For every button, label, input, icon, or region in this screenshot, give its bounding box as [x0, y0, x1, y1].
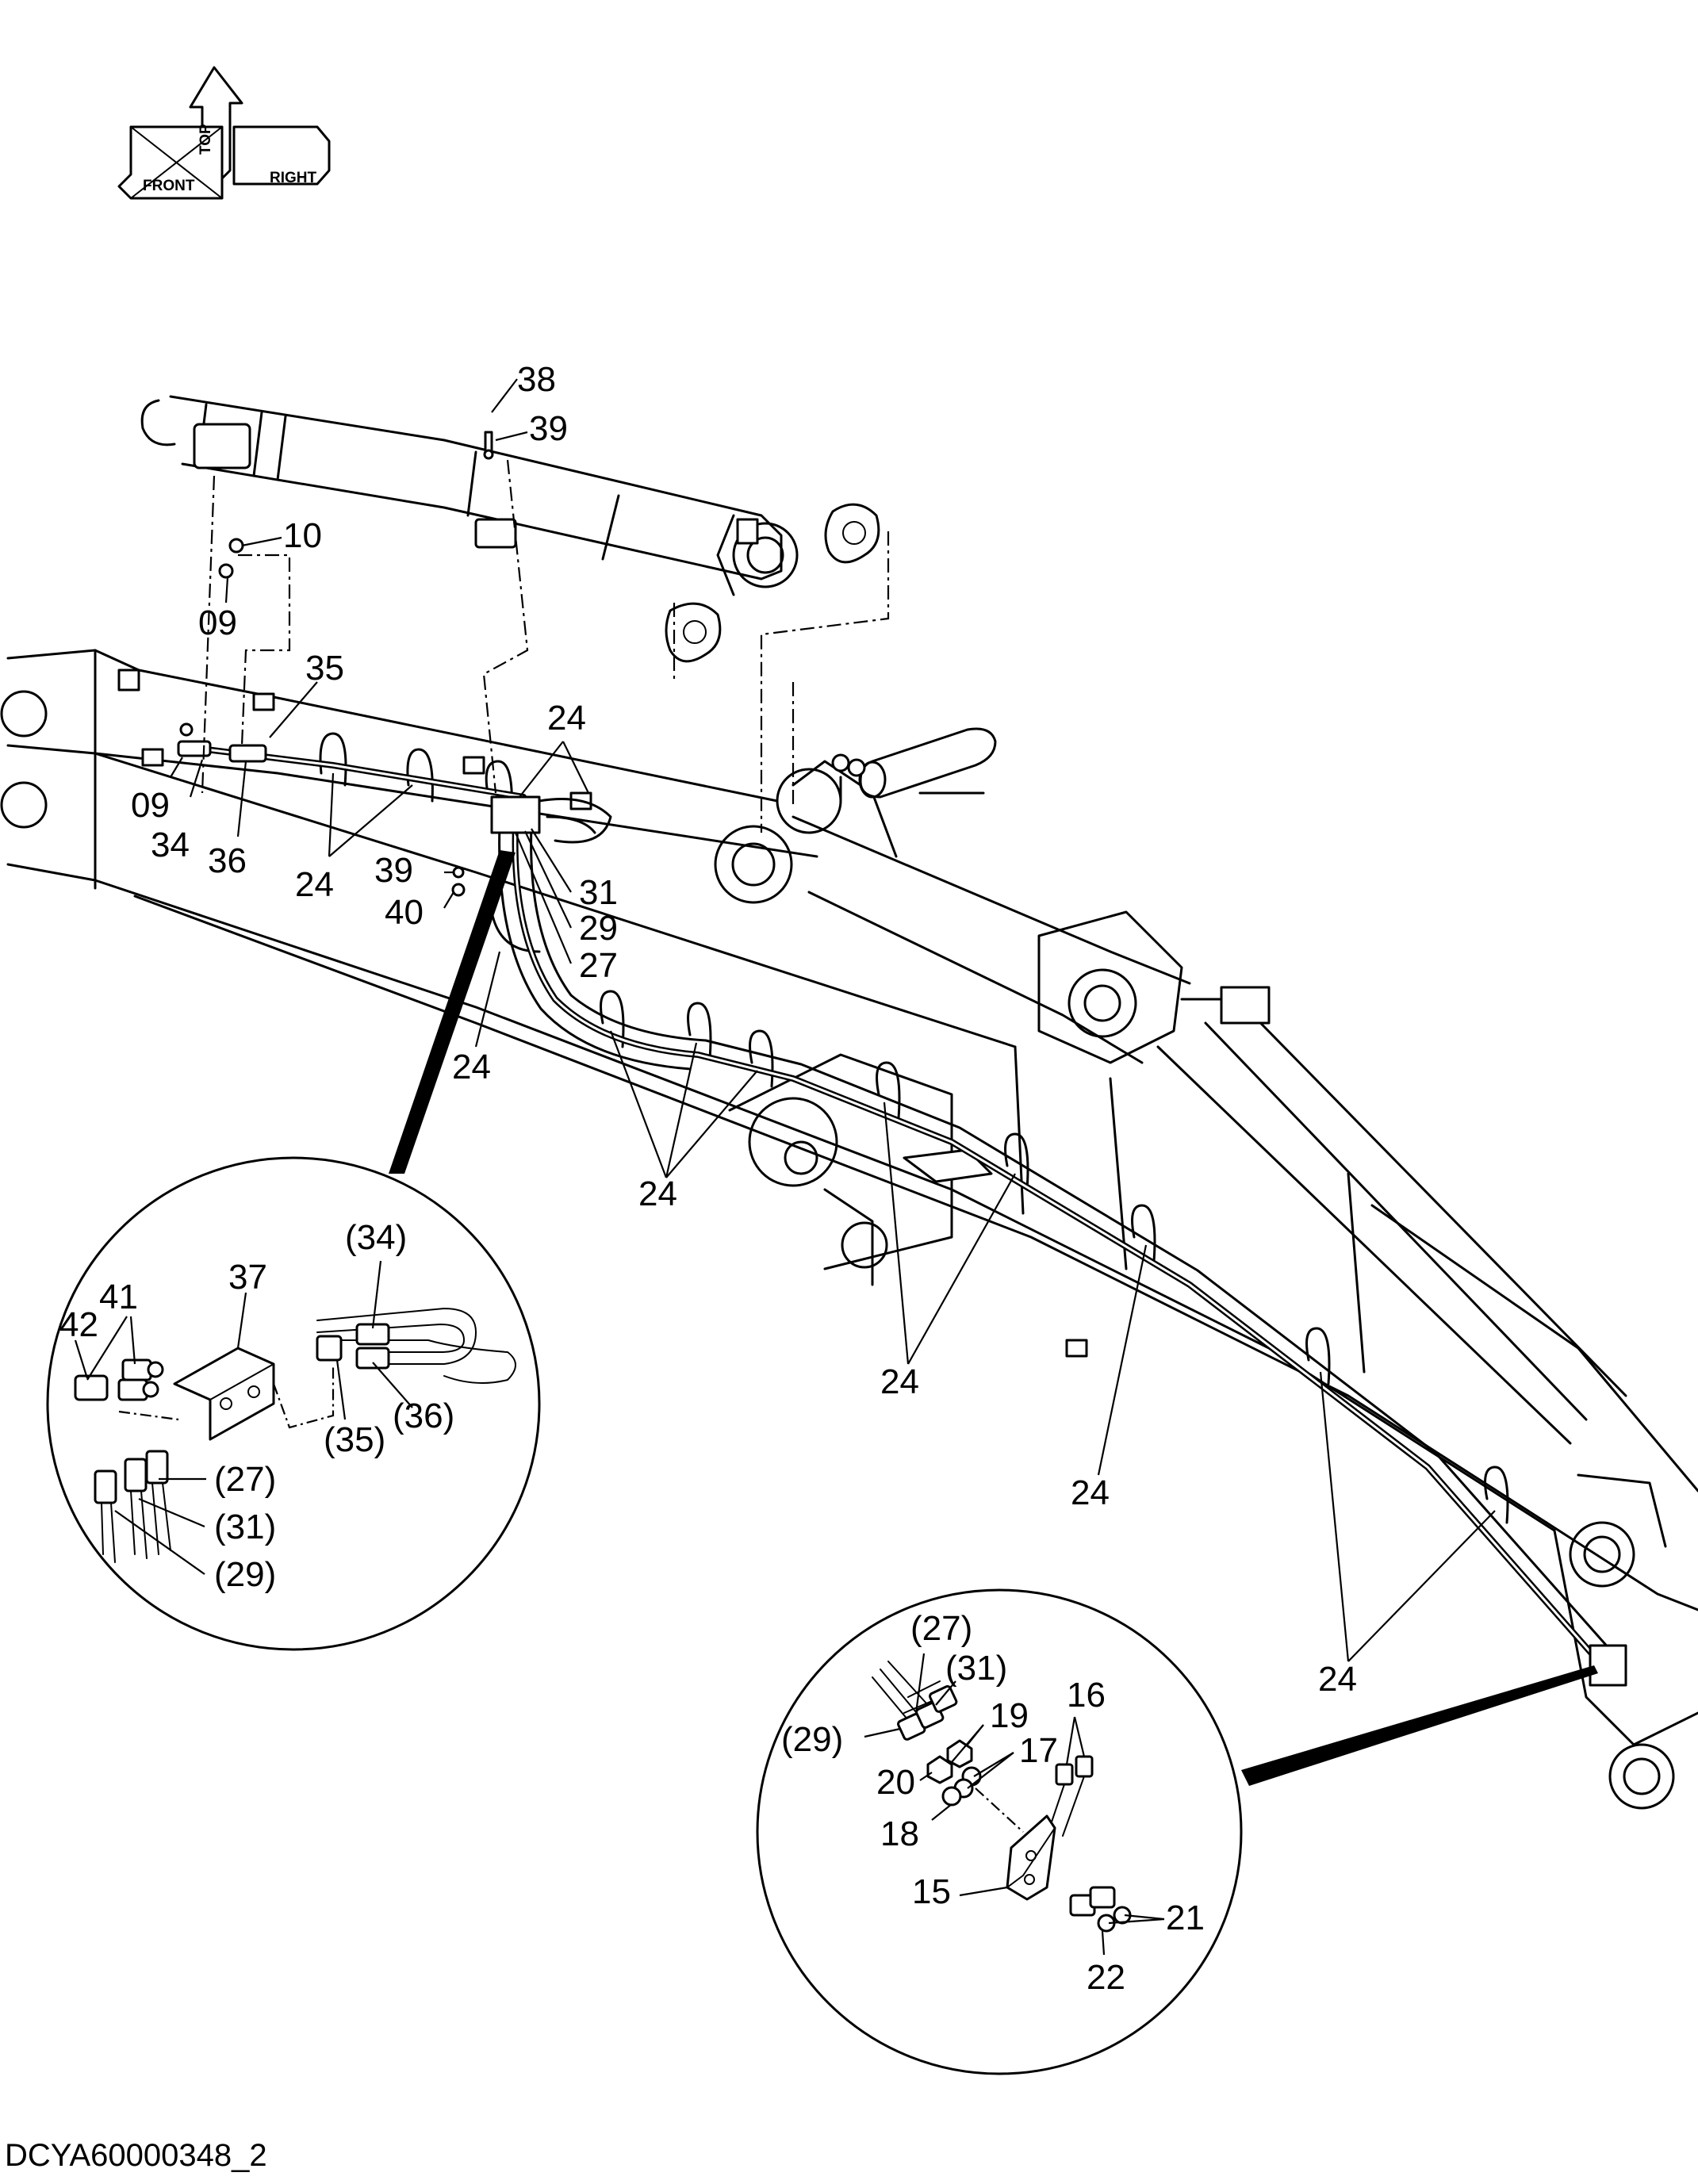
detail-right-callout-20: 20	[876, 1763, 915, 1802]
callout-24-d: 24	[638, 1174, 677, 1213]
detail-right-callout-17: 17	[1019, 1731, 1058, 1770]
callout-10: 10	[283, 516, 322, 555]
detail-right-callout-22: 22	[1087, 1958, 1125, 1997]
orientation-front-label: FRONT	[143, 178, 195, 194]
detail-right-callout-29: (29)	[781, 1720, 843, 1759]
callout-24-b: 24	[295, 865, 334, 904]
detail-pointer-left	[389, 850, 516, 1174]
detail-right-callout-27: (27)	[910, 1609, 972, 1648]
orientation-arrow-icon: FRONT RIGHT TOP	[117, 66, 331, 200]
orientation-top-label: TOP	[197, 124, 214, 155]
detail-right-callout-21: 21	[1166, 1899, 1205, 1937]
detail-right-callout-31: (31)	[945, 1649, 1007, 1688]
callout-24-f: 24	[1071, 1473, 1110, 1512]
callout-24-g: 24	[1318, 1660, 1357, 1699]
callout-40: 40	[385, 893, 424, 932]
detail-view-right: (27) (31) 16 19 (29) 17 20 18 15 21 22	[756, 1588, 1243, 2075]
callout-24-a: 24	[547, 699, 586, 738]
detail-left-callout-35: (35)	[324, 1420, 385, 1459]
callout-34: 34	[151, 826, 190, 864]
detail-right-callout-19: 19	[990, 1696, 1029, 1735]
callout-39-top: 39	[529, 409, 568, 448]
detail-left-callout-29: (29)	[214, 1555, 276, 1594]
detail-right-callout-16: 16	[1067, 1676, 1106, 1715]
callout-24-e: 24	[880, 1362, 919, 1401]
callout-39: 39	[374, 851, 413, 890]
reference-lines	[201, 459, 890, 833]
pipe-fittings	[177, 431, 494, 897]
boom-pivot	[728, 1053, 993, 1286]
callout-35: 35	[305, 649, 344, 688]
callout-38: 38	[517, 360, 556, 399]
detail-left-callout-34: (34)	[345, 1218, 407, 1257]
detail-right-callout-18: 18	[880, 1814, 919, 1853]
leader-lines	[170, 378, 1496, 1662]
pin-shims	[665, 503, 880, 663]
callout-29: 29	[579, 909, 618, 948]
callout-09-top: 09	[198, 603, 237, 642]
callout-36: 36	[208, 841, 247, 880]
callout-24-c: 24	[452, 1048, 491, 1086]
detail-left-callout-41: 41	[99, 1278, 138, 1316]
pipe-clamps	[319, 732, 1509, 1524]
detail-left-callout-37: 37	[228, 1258, 267, 1297]
callout-09: 09	[131, 786, 170, 825]
detail-right-callout-15: 15	[912, 1872, 951, 1911]
callout-31: 31	[579, 873, 618, 912]
detail-left-callout-27: (27)	[214, 1460, 276, 1499]
detail-left-callout-36: (36)	[393, 1397, 454, 1435]
boom-cylinder	[714, 760, 1667, 1588]
callout-27: 27	[579, 946, 618, 985]
detail-pointer-right	[1241, 1665, 1598, 1786]
arm-cylinder	[140, 395, 799, 596]
callout-labels: 38 39 10 09 35 09 34 36 24 24 39 40 31 2…	[131, 360, 1357, 1699]
hose-route	[203, 746, 1627, 1687]
orientation-right-label: RIGHT	[270, 170, 317, 186]
detail-left-callout-42: 42	[59, 1305, 98, 1344]
document-id: DCYA60000348_2	[5, 2138, 267, 2173]
detail-view-left: (34) 37 41 42 (36) (35) (27) (31) (29)	[46, 1156, 541, 1651]
linkage-pin	[831, 727, 997, 803]
detail-left-callout-31: (31)	[214, 1508, 276, 1546]
